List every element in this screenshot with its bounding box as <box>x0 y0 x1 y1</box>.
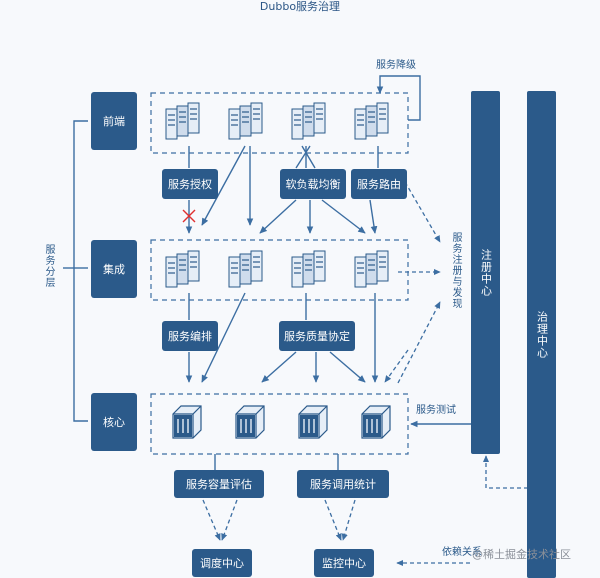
scheduler-center: 调度中心 <box>192 549 252 577</box>
container-icon <box>172 405 202 439</box>
service-capacity: 服务容量评估 <box>174 470 264 498</box>
blocked-mark <box>182 209 196 223</box>
registry-center: 注册中心 <box>471 91 500 454</box>
degrade-label: 服务降级 <box>376 60 416 71</box>
container-icon <box>235 405 265 439</box>
layer-bracket <box>63 120 88 422</box>
service-test-label: 服务测试 <box>416 405 456 416</box>
server-icon <box>228 102 263 140</box>
register-arrows <box>202 169 528 567</box>
service-quality: 服务质量协定 <box>279 321 355 351</box>
layer-frontend: 前端 <box>91 92 137 150</box>
dependency-label: 依赖关系 <box>442 547 482 558</box>
diagram-title: Dubbo服务治理 <box>259 0 341 13</box>
service-routing: 服务路由 <box>351 169 407 199</box>
governance-center-label: 治理中心 <box>535 310 549 359</box>
server-icon <box>291 102 326 140</box>
service-call-stats: 服务调用统计 <box>297 470 389 498</box>
server-icon <box>165 250 200 288</box>
layer-group-label: 服务分层 <box>43 244 54 288</box>
container-icon <box>361 405 391 439</box>
layer-integration: 集成 <box>91 240 137 298</box>
service-orchestration: 服务编排 <box>162 321 218 351</box>
server-icon <box>354 102 389 140</box>
layer-core: 核心 <box>91 393 137 451</box>
flow-arrows <box>185 145 379 470</box>
service-load-balance: 软负载均衡 <box>280 169 346 199</box>
monitor-center: 监控中心 <box>314 549 374 577</box>
watermark: @稀土掘金技术社区 <box>472 548 571 561</box>
registry-center-label: 注册中心 <box>479 248 493 297</box>
container-icon <box>298 405 328 439</box>
server-icon <box>165 102 200 140</box>
frontend-frame <box>150 92 409 154</box>
service-auth: 服务授权 <box>162 169 218 199</box>
integration-frame <box>150 239 409 301</box>
server-icon <box>291 250 326 288</box>
server-icon <box>228 250 263 288</box>
core-frame <box>150 393 409 455</box>
degrade-arrow <box>376 75 421 121</box>
server-icon <box>354 250 389 288</box>
register-discover-label: 服务注册与发现 <box>450 232 461 309</box>
governance-center: 治理中心 <box>527 91 556 578</box>
